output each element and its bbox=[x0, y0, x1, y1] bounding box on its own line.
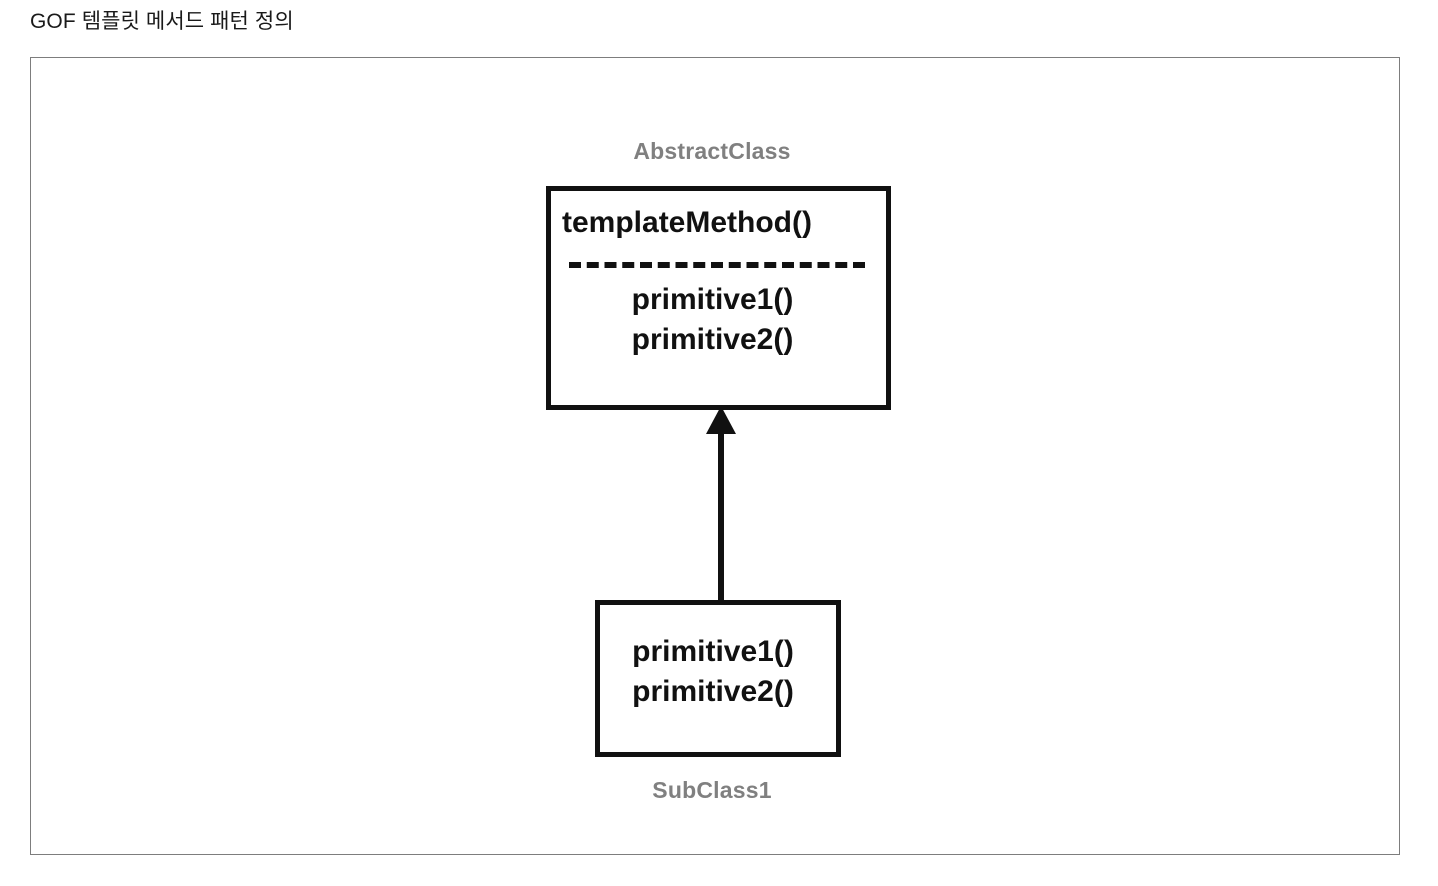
compartment-separator-dashed bbox=[569, 262, 865, 268]
subclass-method-primitive2: primitive2() bbox=[632, 674, 794, 708]
abstract-class-label: AbstractClass bbox=[633, 138, 791, 164]
page-title: GOF 템플릿 메서드 패턴 정의 bbox=[30, 10, 294, 33]
inheritance-connector bbox=[703, 406, 739, 604]
abstract-class-box: templateMethod() primitive1() primitive2… bbox=[546, 186, 891, 410]
inheritance-line bbox=[718, 428, 724, 604]
subclass-box: primitive1() primitive2() bbox=[595, 600, 841, 757]
subclass-method-primitive1: primitive1() bbox=[632, 635, 794, 668]
subclass-primitive-compartment: primitive1() primitive2() bbox=[600, 632, 836, 712]
method-template-method: templateMethod() bbox=[562, 206, 812, 239]
subclass-label: SubClass1 bbox=[652, 777, 772, 803]
method-primitive1: primitive1() bbox=[631, 283, 794, 316]
method-primitive2: primitive2() bbox=[631, 322, 794, 356]
diagram-frame: AbstractClass templateMethod() primitive… bbox=[30, 57, 1400, 855]
abstract-primitive-compartment: primitive1() primitive2() bbox=[551, 280, 886, 360]
